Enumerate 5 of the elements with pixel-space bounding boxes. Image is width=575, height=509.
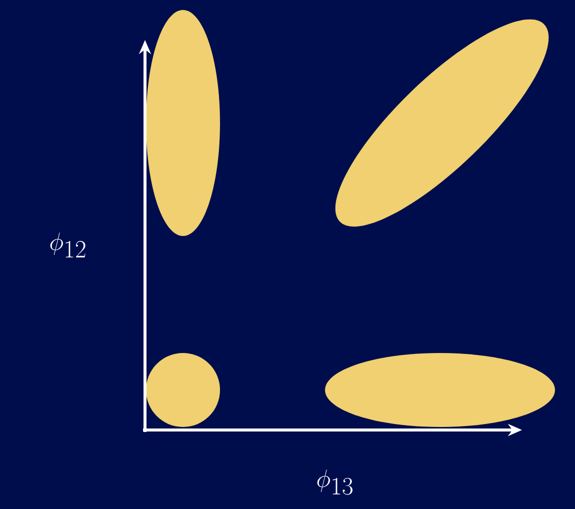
circle bbox=[146, 353, 220, 427]
axis-label: $\phi_{13}$ bbox=[317, 470, 353, 495]
ellipse bbox=[325, 353, 555, 427]
axis-label: $\phi_{12}$ bbox=[50, 232, 86, 258]
ellipse bbox=[146, 10, 220, 236]
